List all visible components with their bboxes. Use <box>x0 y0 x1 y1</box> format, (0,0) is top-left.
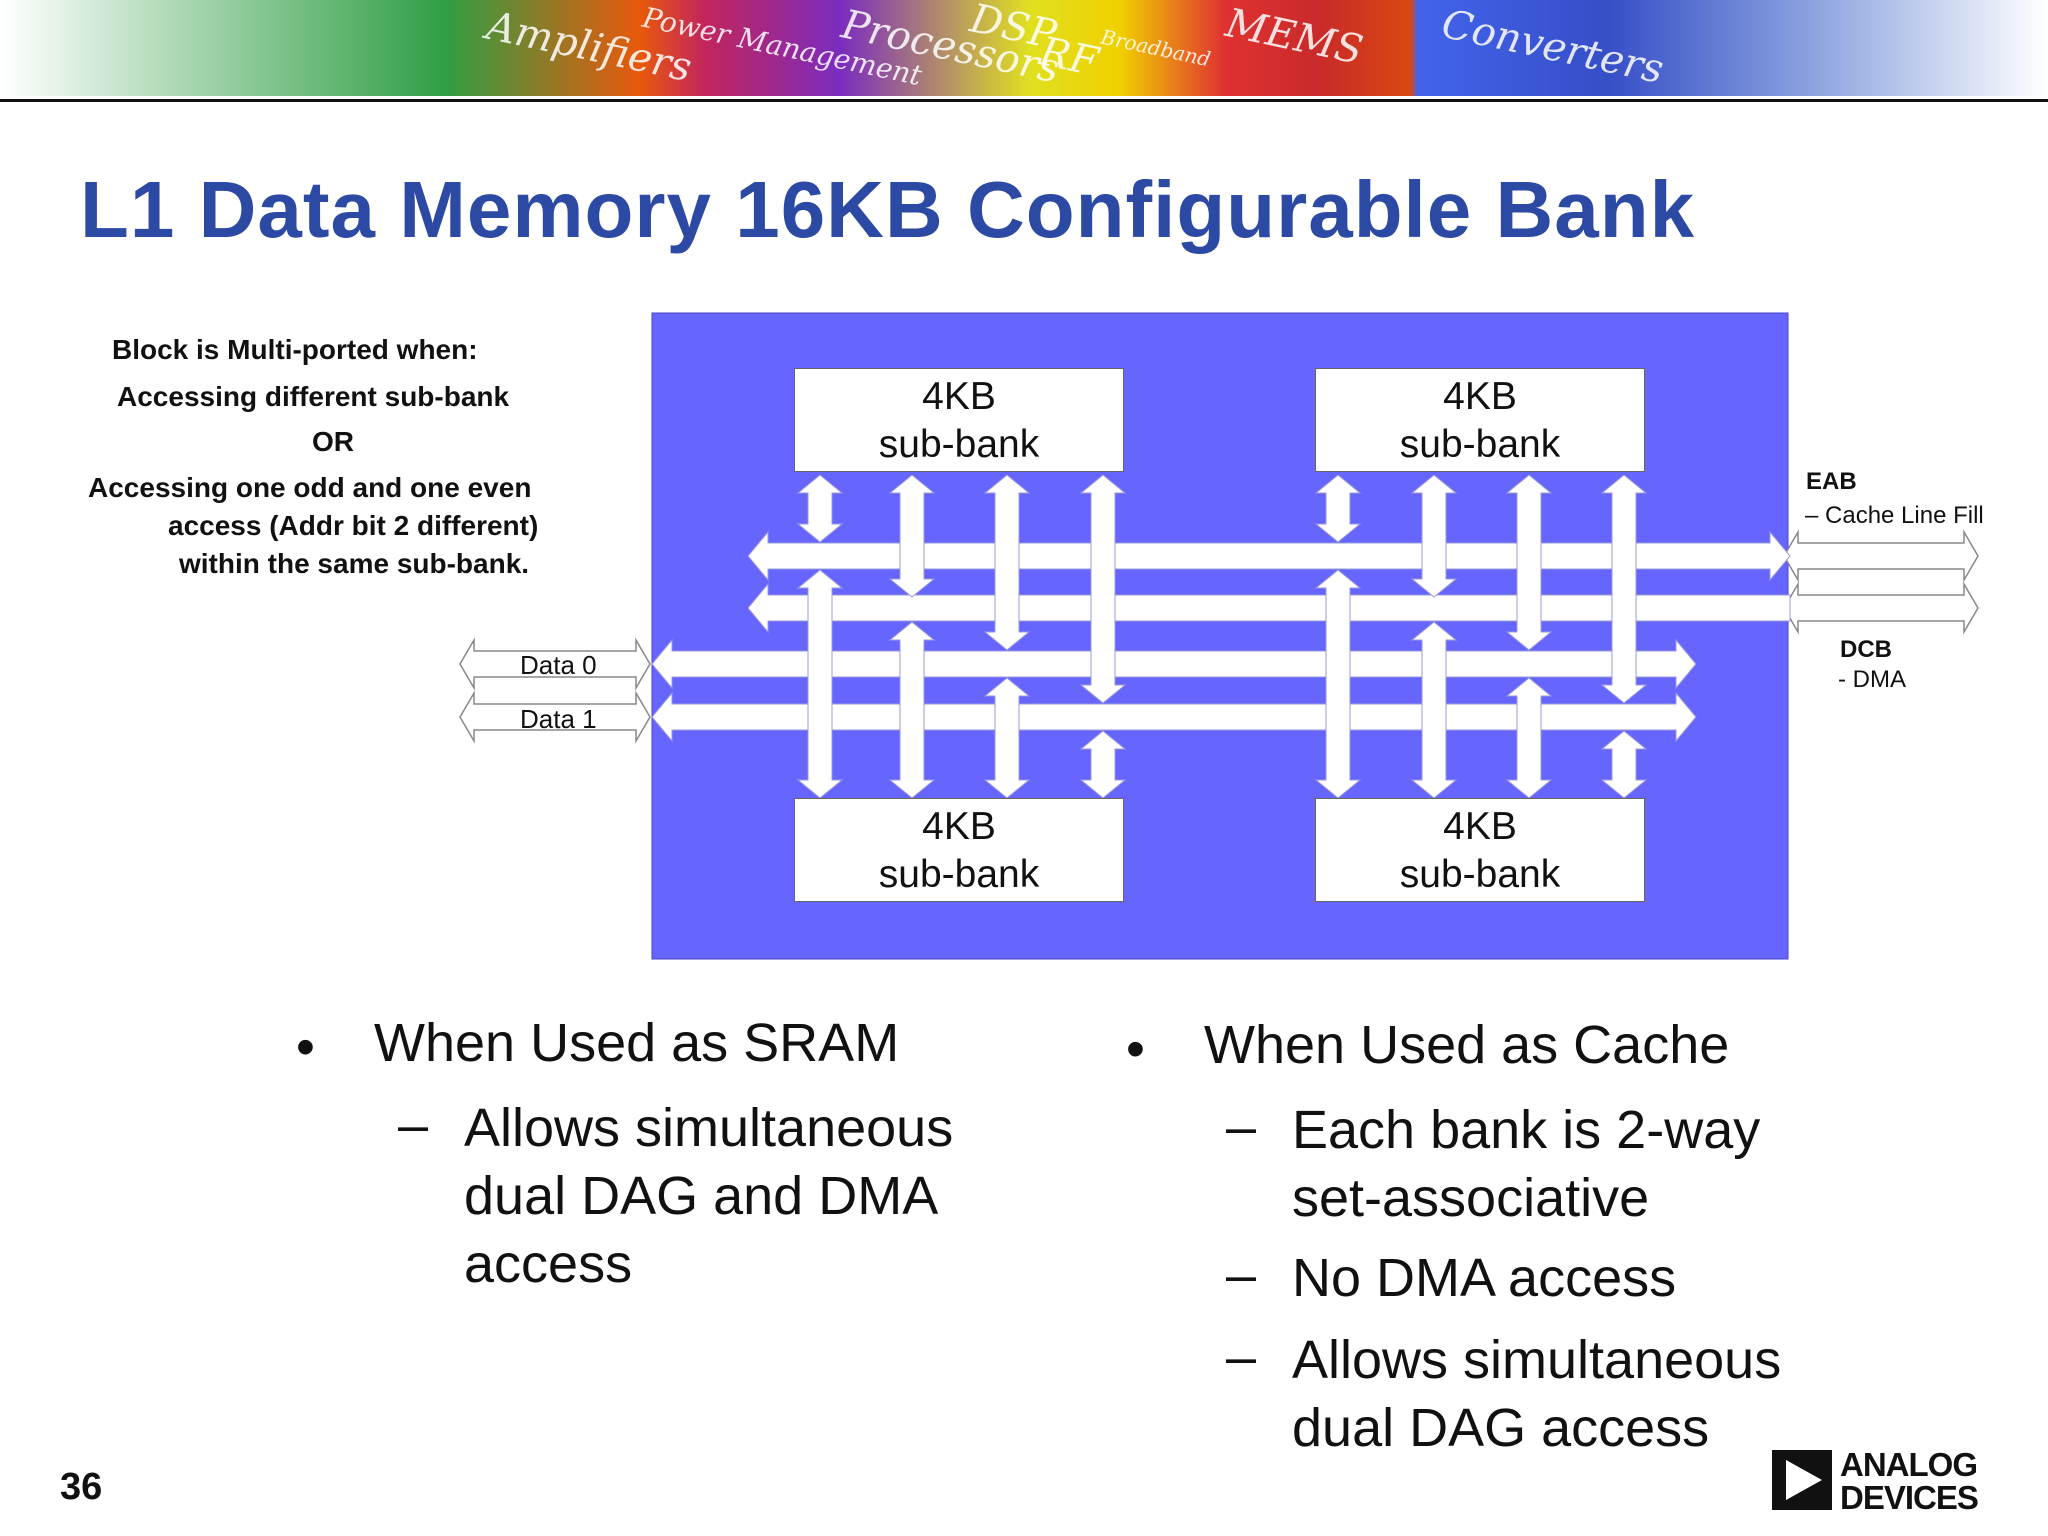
subbank-size: 4KB <box>922 375 996 418</box>
slide-title: L1 Data Memory 16KB Configurable Bank <box>80 165 1696 254</box>
dash-marker-right-2: – <box>1226 1245 1257 1305</box>
eab-external-bus <box>1783 529 1979 583</box>
data0-label: Data 0 <box>520 650 597 680</box>
note-line-2: Accessing different sub-bank <box>117 381 510 412</box>
subbank-label: sub-bank <box>1399 423 1561 466</box>
dcb-sub-label: - DMA <box>1838 666 1906 693</box>
bullet-left-heading: When Used as SRAM <box>374 1013 900 1073</box>
bullet-marker-left: • <box>296 1017 315 1077</box>
note-line-3: OR <box>312 426 354 457</box>
top-left-bank-arrow-4 <box>1079 474 1127 704</box>
note-line-5: access (Addr bit 2 different) <box>168 510 539 541</box>
eab-label: EAB <box>1806 468 1857 495</box>
subbank-size: 4KB <box>922 805 996 848</box>
dcb-external-bus <box>1783 581 1979 635</box>
bullet-right-item-2: No DMA access <box>1292 1248 1677 1308</box>
top-right-bank-arrow-2 <box>1410 474 1458 598</box>
bullet-right-item-3: Allows simultaneous dual DAG access <box>1292 1330 1782 1458</box>
header-banner: Amplifiers Power Management Processors D… <box>0 0 2048 96</box>
analog-devices-logo-icon <box>1772 1450 1832 1510</box>
vertical-arrow-group <box>796 474 1648 799</box>
top-right-bank-arrow-3 <box>1505 474 1553 651</box>
logo-text: ANALOG DEVICES <box>1840 1446 1979 1516</box>
data1-external-bus <box>459 690 651 744</box>
data0-external-bus <box>459 637 651 691</box>
subbank-label: sub-bank <box>878 853 1040 896</box>
subbank-bottom-right: 4KB sub-bank <box>1315 798 1645 902</box>
top-left-bank-arrow-1 <box>796 474 844 543</box>
subbank-label: sub-bank <box>878 423 1040 466</box>
subbank-label: sub-bank <box>1399 853 1561 896</box>
bullet-marker-right: • <box>1126 1019 1145 1079</box>
subbank-size: 4KB <box>1443 375 1517 418</box>
dcb-label: DCB <box>1840 636 1892 663</box>
note-line-4: Accessing one odd and one even <box>88 472 532 503</box>
dash-marker-right-3: – <box>1226 1327 1257 1387</box>
eab-sub-label: – Cache Line Fill <box>1805 502 1984 529</box>
top-left-bank-arrow-2 <box>888 474 936 598</box>
top-left-bank-arrow-3 <box>983 474 1031 651</box>
top-right-bank-arrow-4 <box>1600 474 1648 704</box>
subbank-bottom-left: 4KB sub-bank <box>794 798 1124 902</box>
subbank-top-right: 4KB sub-bank <box>1315 368 1645 472</box>
dash-marker-right-1: – <box>1226 1097 1257 1157</box>
dash-marker-left-1: – <box>398 1095 429 1155</box>
note-line-1: Block is Multi-ported when: <box>112 334 478 365</box>
subbank-size: 4KB <box>1443 805 1517 848</box>
subbank-top-left: 4KB sub-bank <box>794 368 1124 472</box>
page-number: 36 <box>60 1466 103 1508</box>
logo-line-2: DEVICES <box>1840 1479 1979 1516</box>
note-line-6: within the same sub-bank. <box>179 548 530 579</box>
logo-line-1: ANALOG <box>1840 1446 1978 1483</box>
data1-label: Data 1 <box>520 704 597 734</box>
top-right-bank-arrow-1 <box>1314 474 1362 543</box>
bullet-left-item-1: Allows simultaneous dual DAG and DMA acc… <box>464 1098 954 1294</box>
bullet-right-heading: When Used as Cache <box>1204 1015 1730 1075</box>
bullet-right-item-1: Each bank is 2-way set-associative <box>1292 1100 1761 1228</box>
banner-divider <box>0 99 2048 102</box>
